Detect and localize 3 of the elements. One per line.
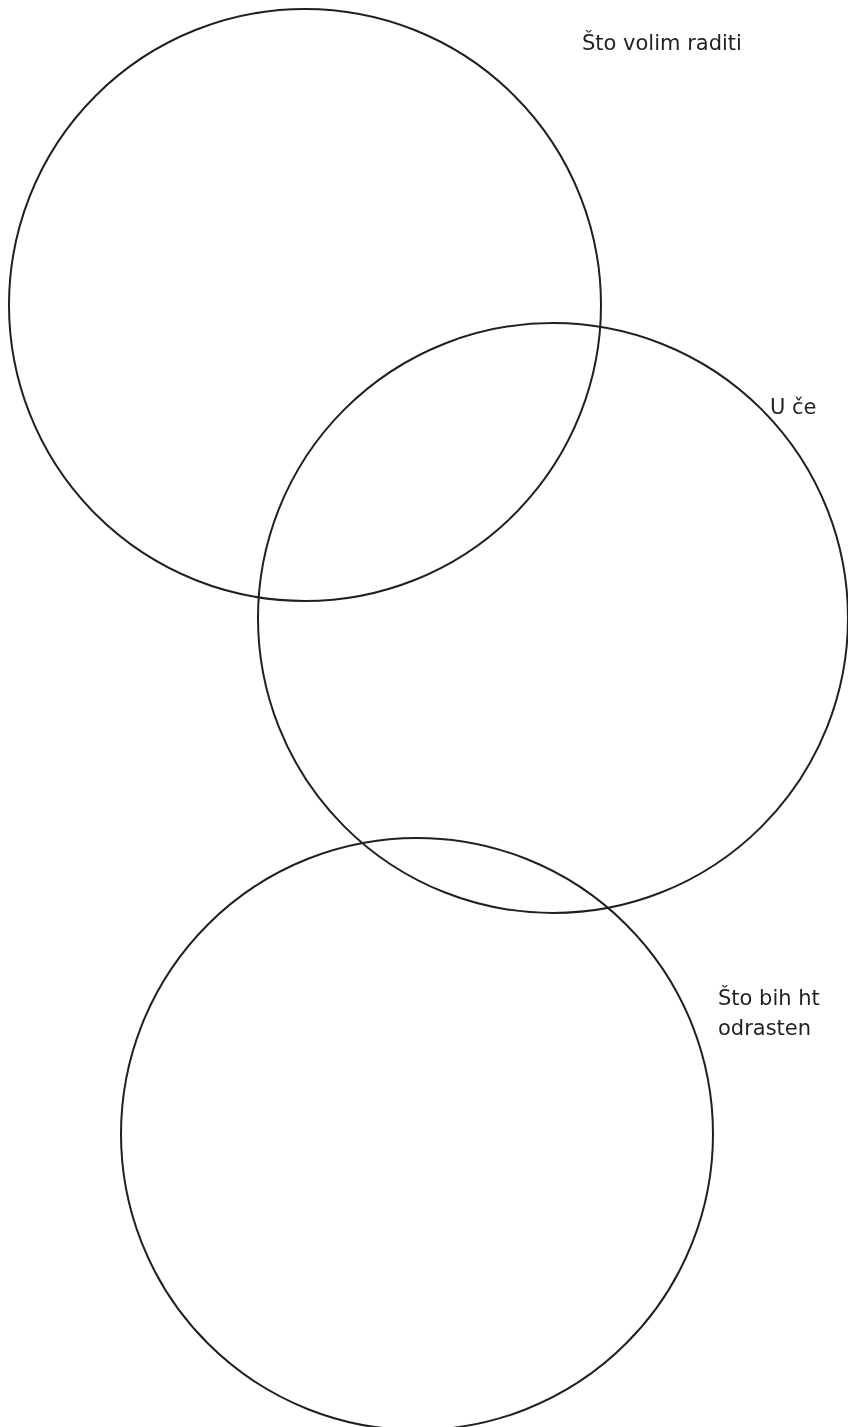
circle-heading: Što volim raditi bbox=[582, 29, 743, 57]
circle-heading: Što bih ht odrasten bbox=[718, 984, 821, 1042]
circle-heading: U če bbox=[770, 394, 818, 421]
